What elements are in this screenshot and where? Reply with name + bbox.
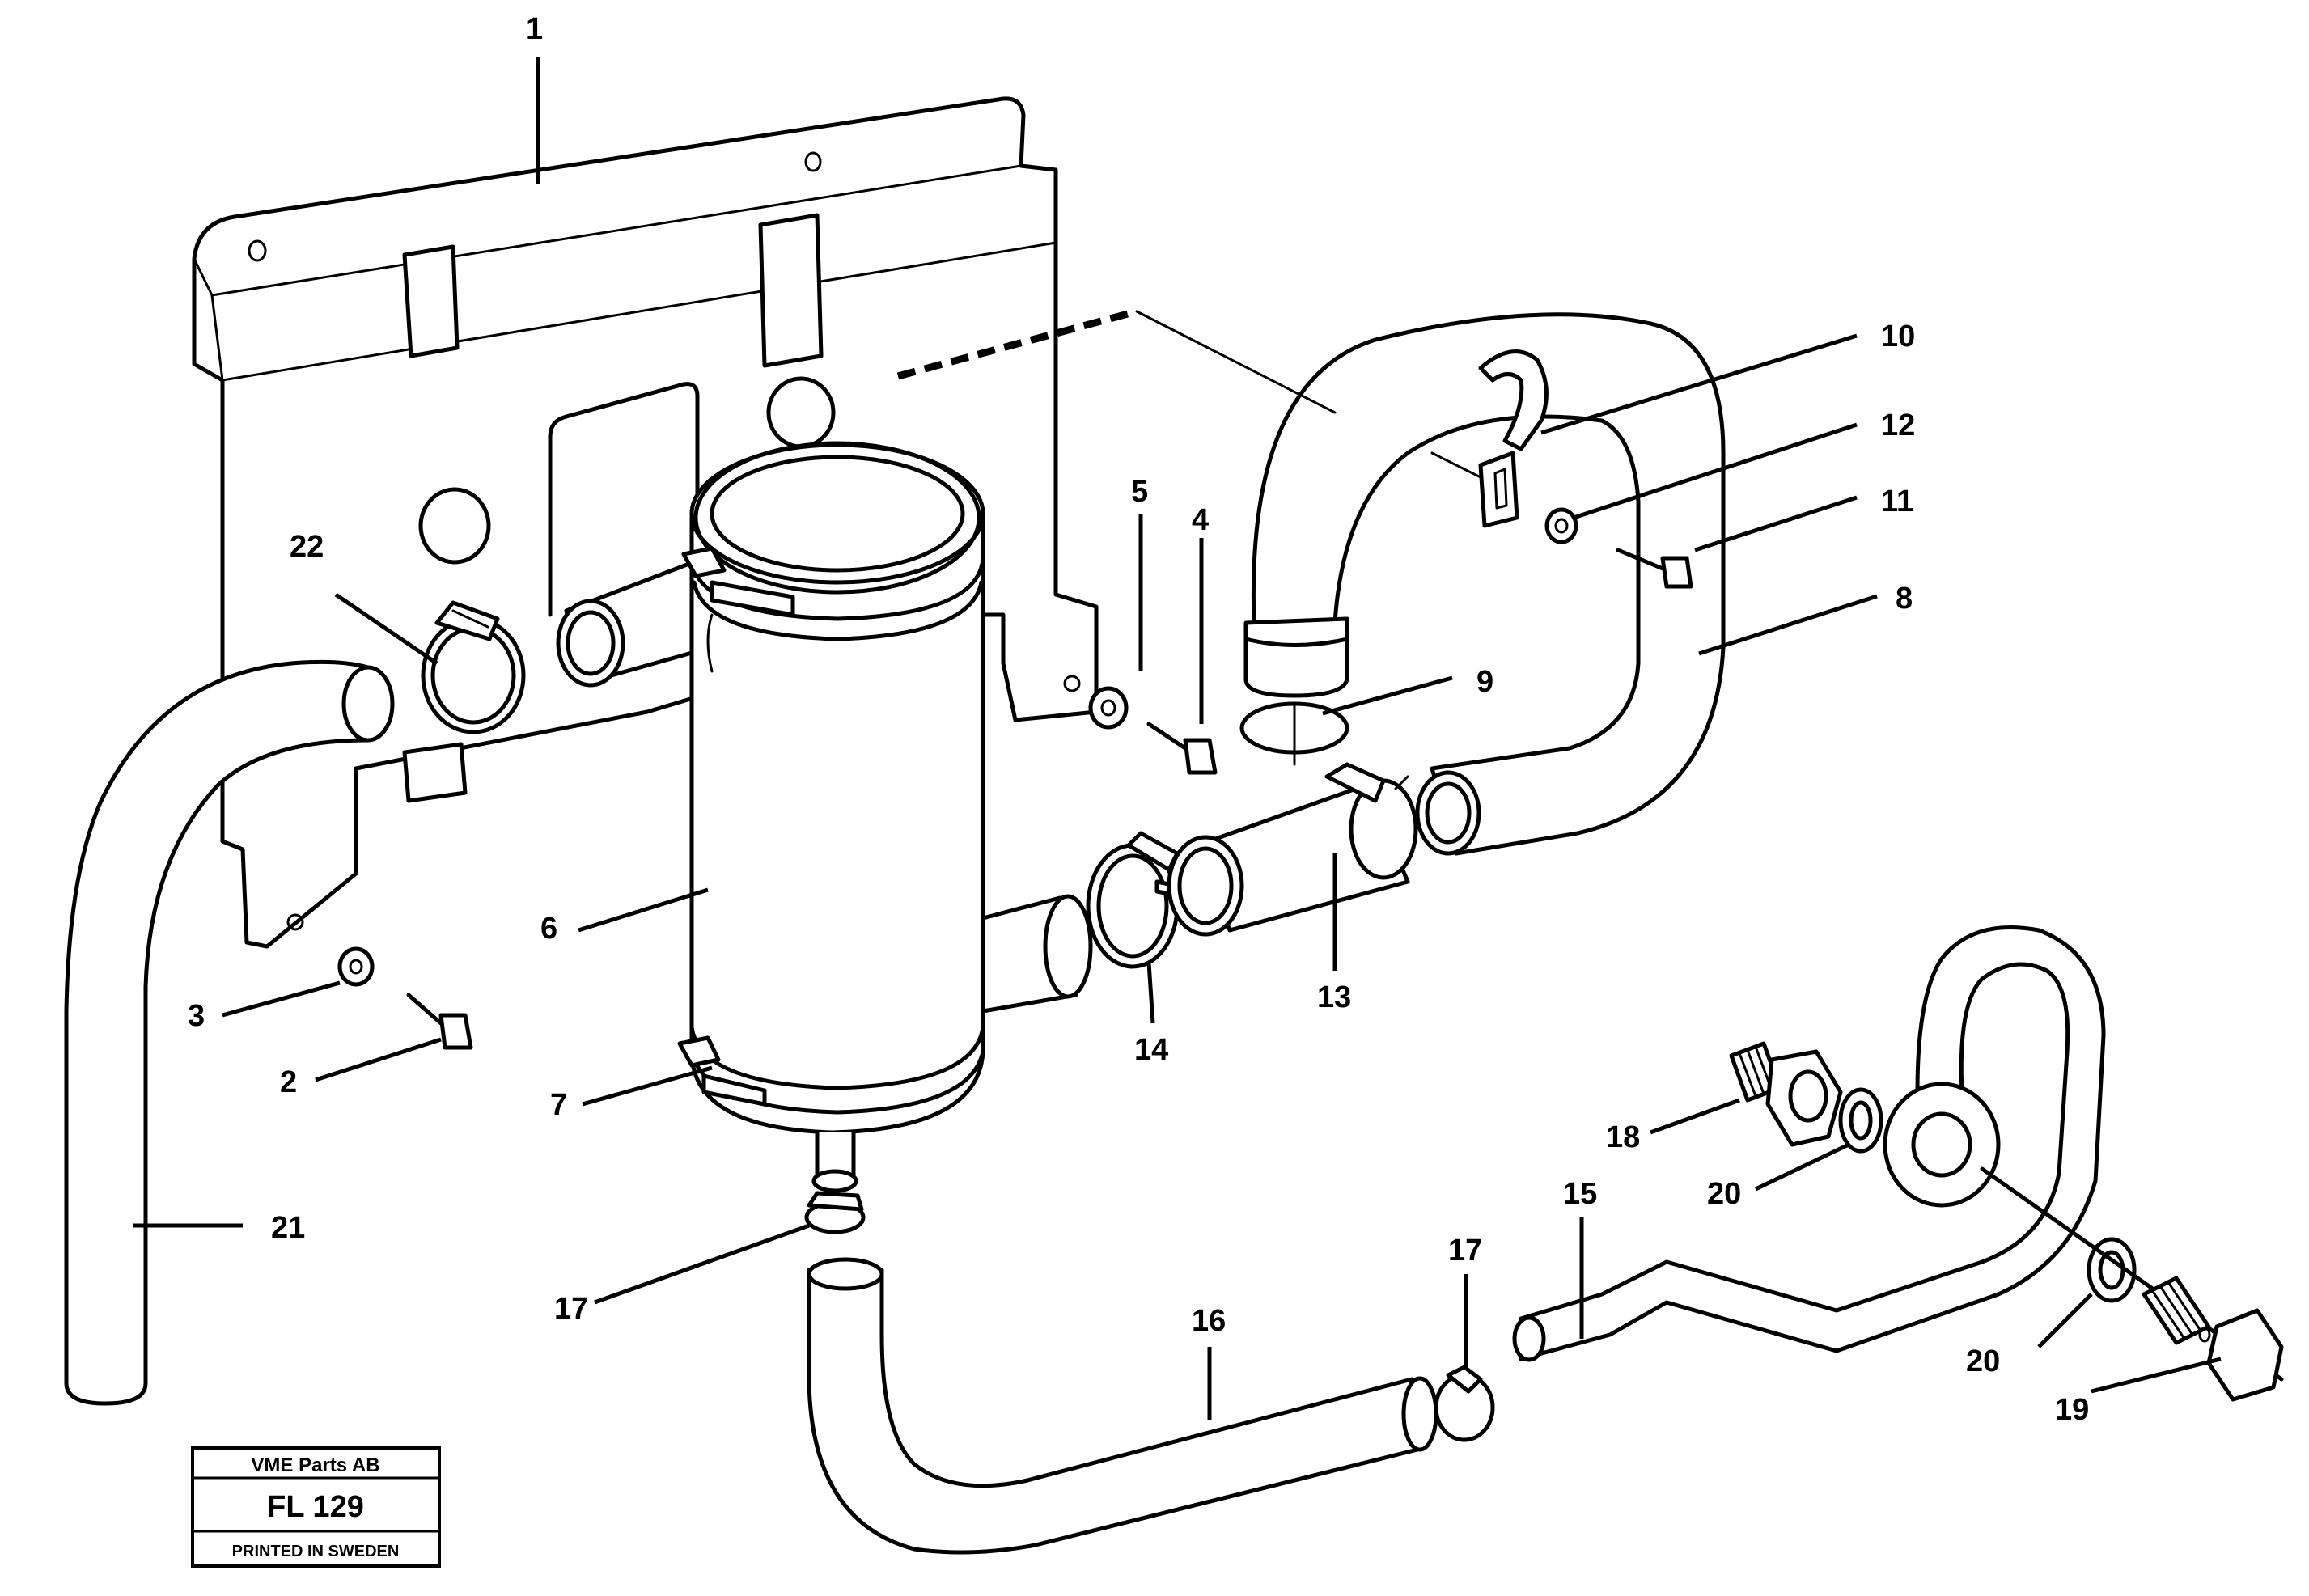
label-19: 19: [2055, 1393, 2089, 1427]
washer-20-lower: [2087, 1237, 2137, 1303]
label-12: 12: [1881, 409, 1915, 442]
label-15: 15: [1563, 1177, 1597, 1211]
washer-12: [1544, 507, 1578, 544]
outlet-pipe: [981, 894, 1093, 1014]
label-1: 1: [526, 12, 543, 46]
label-18: 18: [1606, 1120, 1640, 1154]
screw-11: [1616, 548, 1693, 589]
label-14: 14: [1134, 1033, 1168, 1067]
label-16: 16: [1192, 1304, 1226, 1338]
hose-13: [1167, 762, 1418, 937]
label-3: 3: [188, 999, 205, 1033]
clamp-17-upper: [804, 1191, 866, 1234]
washer-20-upper: [1838, 1087, 1883, 1154]
inlet-pipe: [556, 556, 714, 688]
label-11: 11: [1881, 485, 1913, 519]
filter-cylinder: [677, 441, 985, 1193]
clamp-17-lower: [1434, 1365, 1495, 1442]
banjo-bolt-19: [1980, 1166, 2284, 1402]
washer-5: [1088, 686, 1129, 730]
stamp-origin: PRINTED IN SWEDEN: [232, 1543, 400, 1560]
clamp-22: [421, 600, 526, 734]
screw-4: [1146, 722, 1218, 775]
label-21: 21: [271, 1211, 305, 1245]
screw-2: [406, 993, 473, 1050]
label-17-lower: 17: [1448, 1234, 1482, 1268]
label-4: 4: [1192, 503, 1209, 537]
label-20-upper: 20: [1707, 1177, 1741, 1211]
label-17-upper: 17: [554, 1292, 588, 1326]
clip-10: [1478, 349, 1549, 528]
hose-21: [64, 659, 395, 1406]
title-stamp: VME Parts AB FL 129 PRINTED IN SWEDEN: [191, 1446, 441, 1568]
pipe-15: [1512, 925, 2106, 1362]
mounting-plate: [192, 96, 1099, 949]
hose-8: [1243, 312, 1726, 856]
label-9: 9: [1476, 665, 1493, 699]
label-13: 13: [1317, 980, 1351, 1014]
washer-3: [337, 946, 375, 987]
label-5: 5: [1131, 475, 1148, 509]
stamp-company: VME Parts AB: [251, 1454, 379, 1476]
stamp-code: FL 129: [267, 1490, 364, 1524]
label-20-lower: 20: [1966, 1344, 2000, 1378]
label-6: 6: [540, 912, 557, 946]
union-18: [1729, 1041, 1843, 1147]
label-22: 22: [290, 530, 324, 564]
label-8: 8: [1896, 582, 1913, 616]
leader-lines: [133, 57, 2222, 1420]
label-7: 7: [550, 1088, 567, 1122]
part-labels: 1 10 12 11 8 9 5 4 22 6 3 2 7 13 14 21 1…: [188, 12, 2089, 1427]
reference-lines: [706, 307, 1482, 790]
label-2: 2: [280, 1065, 297, 1099]
label-10: 10: [1881, 320, 1915, 353]
hose-16: [807, 1257, 1438, 1555]
